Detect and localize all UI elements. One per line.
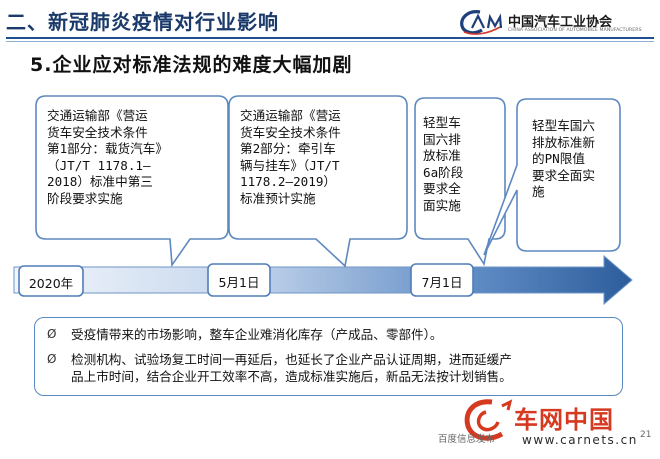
callout-2-shape — [228, 95, 408, 268]
timeline-box-may — [207, 263, 271, 297]
watermark-logo-icon — [464, 399, 513, 441]
arrow-bullet-icon: Ø — [47, 352, 57, 366]
watermark-text: 车网中国 — [514, 406, 614, 434]
header-divider-thin — [6, 41, 654, 42]
callout-4-shape — [483, 98, 621, 256]
note-text: 受疫情带来的市场影响，整车企业难消化库存（产成品、零部件）。 — [71, 327, 443, 342]
impact-notes-box: Ø 受疫情带来的市场影响，整车企业难消化库存（产成品、零部件）。 Ø 检测机构、… — [34, 317, 623, 396]
caam-logo: 中国汽车工业协会 CHINA ASSOCIATION OF AUTOMOBILE… — [458, 8, 654, 38]
section-title: 二、新冠肺炎疫情对行业影响 — [6, 10, 279, 34]
note-text: 检测机构、试验场复工时间一再延后，也延长了企业产品认证周期，进而延缓产 品上市时… — [71, 352, 512, 384]
callout-3-text: 轻型车 国六排 放标准 6a阶段 要求全 面实施 — [423, 115, 464, 213]
logo-text-cn: 中国汽车工业协会 — [508, 15, 613, 30]
header-divider — [6, 37, 654, 39]
timeline-label-2020: 2020年 — [28, 276, 74, 291]
timeline-label-may: 5月1日 — [218, 275, 260, 290]
watermark-source: 百度信息发布 — [438, 434, 496, 445]
watermark: 车网中国 百度信息发布 www.carnets.cn — [438, 398, 660, 459]
callout-1-shape — [35, 95, 229, 268]
timeline-box-july — [410, 263, 474, 297]
caam-logo-icon — [460, 10, 502, 35]
page-number: 21 — [640, 430, 652, 440]
timeline-arrow — [13, 254, 633, 306]
callout-4-text: 轻型车国六 排放标准新 的PN限值 要求全面实 施 — [532, 118, 595, 199]
timeline-box-2020 — [18, 265, 84, 297]
timeline-label-july: 7月1日 — [421, 275, 463, 290]
watermark-url: www.carnets.cn — [522, 433, 638, 447]
callout-1-text: 交通运输部《营运 货车安全技术条件 第1部分：载货汽车》 （JT/T 1178.… — [47, 108, 168, 206]
callout-2-text: 交通运输部《营运 货车安全技术条件 第2部分：牵引车 辆与挂车》（JT/T 11… — [240, 108, 341, 206]
slide-subtitle: 5.企业应对标准法规的难度大幅加剧 — [30, 54, 353, 76]
arrow-bullet-icon: Ø — [47, 327, 57, 341]
logo-text-en: CHINA ASSOCIATION OF AUTOMOBILE MANUFACT… — [508, 28, 642, 33]
